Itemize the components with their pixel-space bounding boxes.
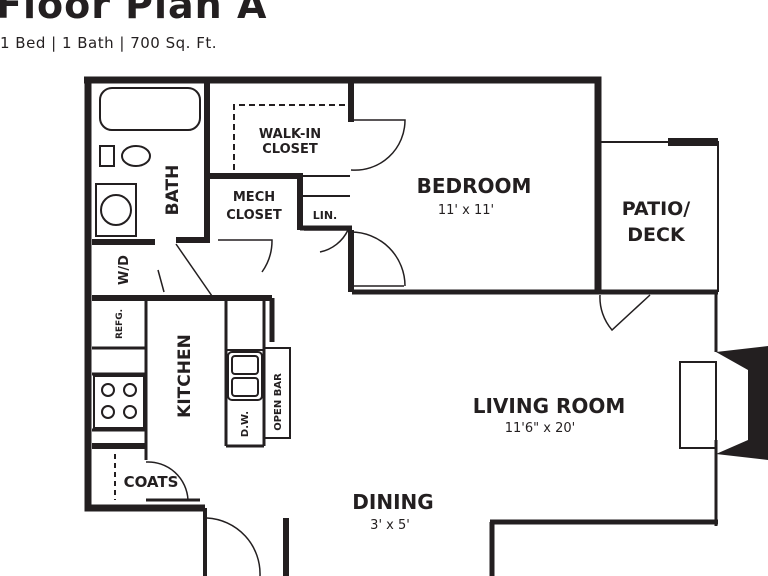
stove-icon bbox=[93, 375, 145, 429]
mech-closet-label-1: MECH bbox=[233, 190, 275, 205]
refrigerator-label: REFG. bbox=[115, 309, 125, 339]
fireplace-icon bbox=[716, 346, 768, 460]
kitchen-label: KITCHEN bbox=[175, 334, 195, 418]
page-title: Floor Plan A bbox=[0, 0, 268, 27]
coats-label: COATS bbox=[124, 473, 179, 491]
living-room-label: LIVING ROOM bbox=[473, 394, 626, 418]
patio-label-1: PATIO/ bbox=[622, 198, 691, 220]
dining-label: DINING bbox=[352, 490, 433, 514]
walk-in-closet-label-2: CLOSET bbox=[262, 142, 318, 157]
bath-label: BATH bbox=[163, 165, 183, 216]
door-swings bbox=[145, 119, 651, 576]
dishwasher-label: D.W. bbox=[240, 411, 251, 437]
walls bbox=[84, 76, 719, 576]
linen-label: LIN. bbox=[313, 209, 338, 222]
page-subtitle: 1 Bed | 1 Bath | 700 Sq. Ft. bbox=[0, 34, 217, 52]
open-bar-label: OPEN BAR bbox=[273, 373, 284, 431]
living-room-size: 11'6" x 20' bbox=[505, 421, 575, 436]
bedroom-size: 11' x 11' bbox=[438, 203, 494, 218]
mech-closet-label-2: CLOSET bbox=[226, 208, 282, 223]
sink-icon bbox=[227, 351, 263, 401]
dining-size: 3' x 5' bbox=[370, 518, 410, 533]
bedroom-label: BEDROOM bbox=[417, 174, 532, 198]
patio-label-2: DECK bbox=[627, 224, 686, 246]
walk-in-closet-label-1: WALK-IN bbox=[259, 127, 321, 142]
washer-dryer-label: W/D bbox=[117, 255, 132, 285]
bath-fixtures bbox=[95, 87, 201, 237]
